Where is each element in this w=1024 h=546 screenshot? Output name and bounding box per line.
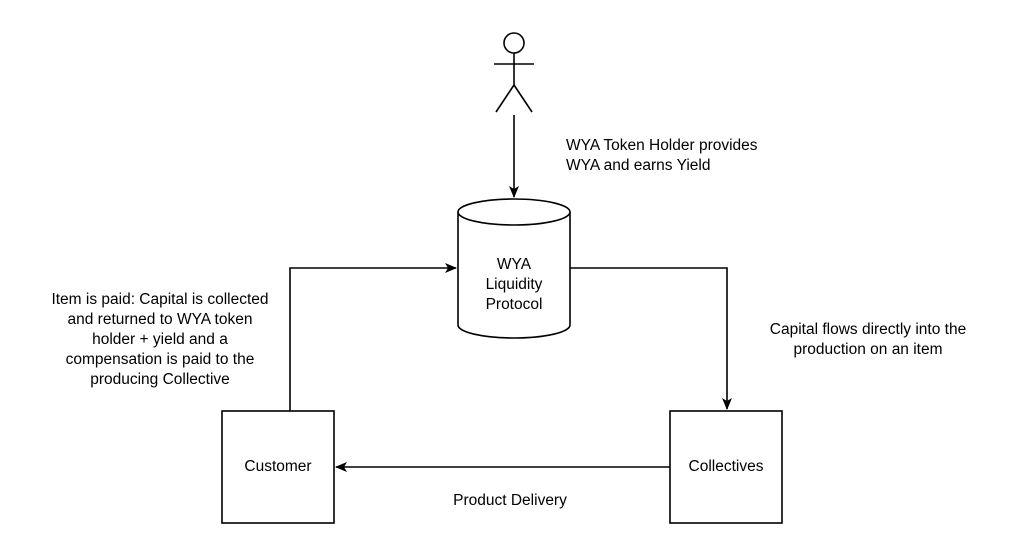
product-delivery-label: Product Delivery <box>453 492 567 509</box>
token-holder-label-line: WYA Token Holder provides <box>566 137 758 154</box>
capital-flow-label-line: Capital flows directly into the <box>769 321 967 338</box>
payment-label-line: compensation is paid to the <box>65 351 255 368</box>
payment-label-line: and returned to WYA token <box>67 311 253 328</box>
payment-label-line: producing Collective <box>90 371 230 388</box>
collectives-label: Collectives <box>688 458 764 475</box>
actor-left-leg <box>495 84 515 113</box>
capital-flow-label-line: production on an item <box>793 341 943 358</box>
payment-arrow <box>289 263 457 411</box>
protocol-database-icon <box>457 198 571 339</box>
customer-label: Customer <box>244 458 312 475</box>
protocol-label-line: WYA <box>496 256 532 273</box>
capital-flow-arrow <box>570 267 732 410</box>
token-holder-actor-icon <box>494 32 534 113</box>
token-holder-label: WYA Token Holder provides WYA and earns … <box>566 136 758 176</box>
payment-label-line: holder + yield and a <box>92 331 228 348</box>
customer-box <box>221 410 335 524</box>
protocol-label-line: Liquidity <box>485 276 543 293</box>
collectives-box <box>669 410 783 524</box>
protocol-label: WYA Liquidity Protocol <box>458 255 570 315</box>
payment-label: Item is paid: Capital is collected and r… <box>20 290 300 390</box>
payment-label-line: Item is paid: Capital is collected <box>51 291 269 308</box>
actor-right-leg <box>513 84 533 113</box>
protocol-label-line: Protocol <box>485 296 543 313</box>
protocol-cylinder-top <box>457 198 571 226</box>
token-holder-label-line: WYA and earns Yield <box>566 157 711 174</box>
actor-head <box>503 32 525 54</box>
capital-flow-label: Capital flows directly into the producti… <box>748 320 988 360</box>
protocol-cylinder-body <box>457 212 571 339</box>
